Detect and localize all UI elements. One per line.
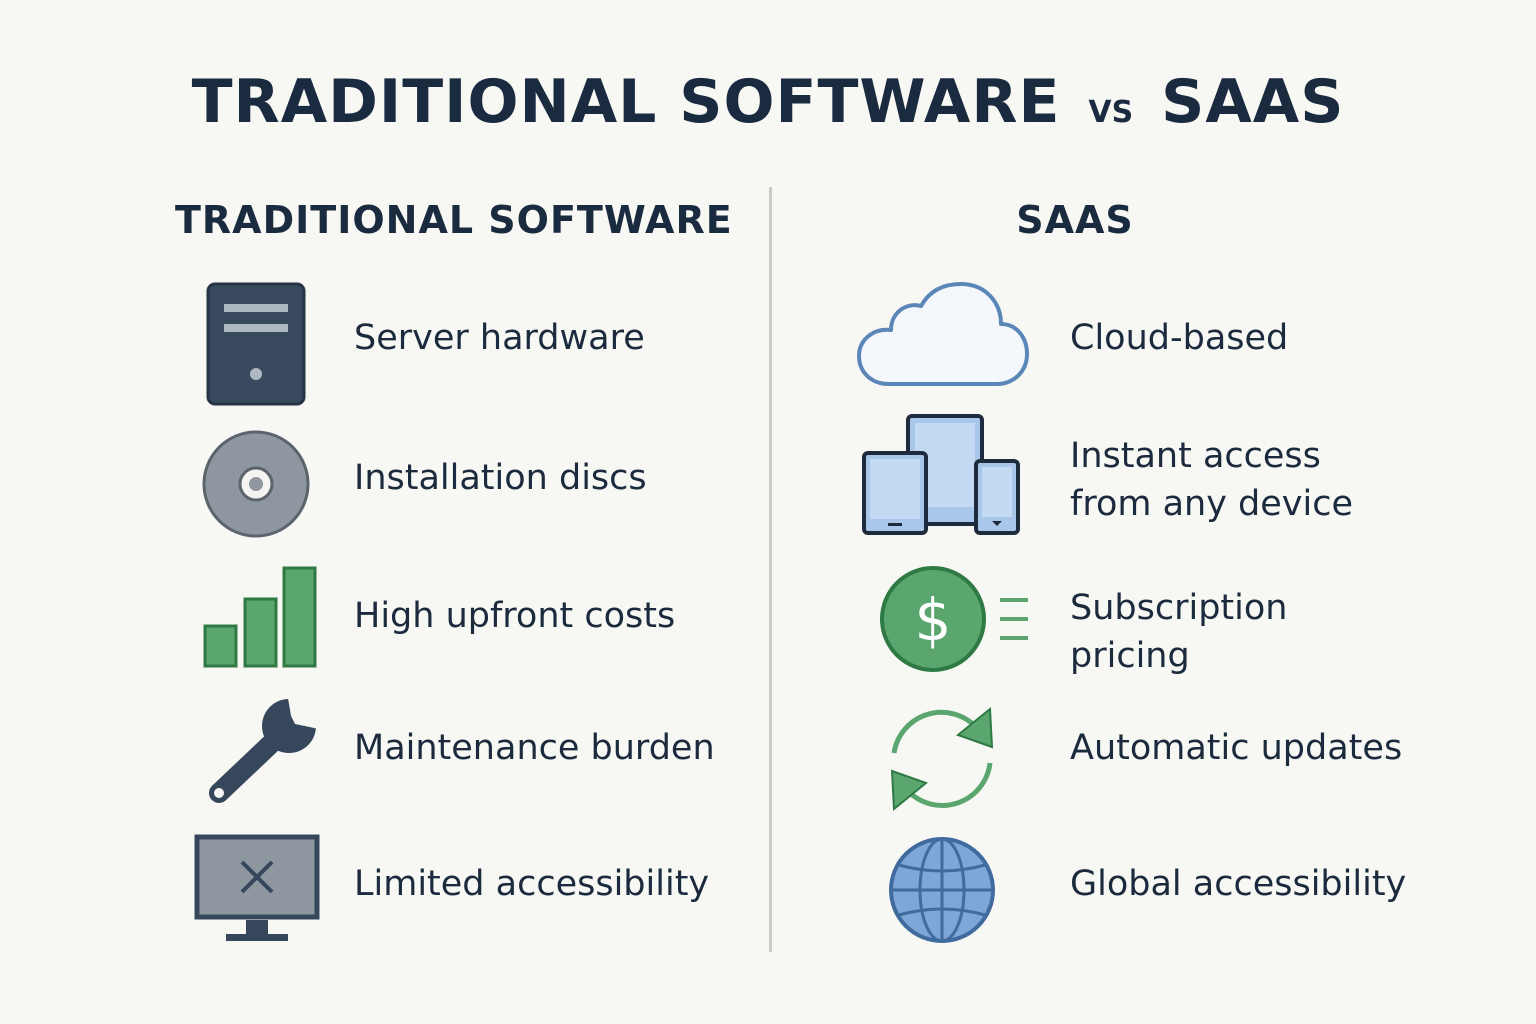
list-item-label: Installation discs [354,458,647,498]
dollar-coin-icon: $ [879,565,1035,673]
cloud-icon [855,282,1031,388]
list-item-label-line: Instant access [1070,436,1321,476]
list-item-label: Automatic updates [1070,728,1403,768]
title-part-saas: SAAS [1161,67,1345,137]
list-item-label: Subscription pricing [1070,584,1510,680]
traditional-heading: TRADITIONAL SOFTWARE [175,198,733,242]
wrench-icon [203,696,321,810]
list-item-label-line: from any device [1070,484,1354,524]
bar-chart-icon [203,565,317,669]
title-vs: VS [1088,95,1134,130]
monitor-x-icon [194,834,320,944]
devices-icon [861,413,1021,537]
list-item-label: High upfront costs [354,596,676,636]
column-divider [769,187,772,952]
globe-icon [887,835,997,945]
list-item-label-line: pricing [1070,636,1190,676]
list-item-label: Global accessibility [1070,864,1407,904]
title-part-traditional: TRADITIONAL SOFTWARE [191,67,1061,137]
server-icon [206,282,306,406]
list-item-label: Cloud-based [1070,318,1289,358]
page-title: TRADITIONAL SOFTWARE VS SAAS [0,62,1536,153]
list-item-label: Limited accessibility [354,864,710,904]
list-item-label: Server hardware [354,318,645,358]
disc-icon [201,429,311,539]
list-item-label-line: Subscription [1070,588,1288,628]
list-item-label: Maintenance burden [354,728,715,768]
svg-text:$: $ [915,586,952,654]
list-item-label: Instant access from any device [1070,432,1510,528]
refresh-icon [884,705,1000,813]
saas-heading: SAAS [1016,198,1134,242]
